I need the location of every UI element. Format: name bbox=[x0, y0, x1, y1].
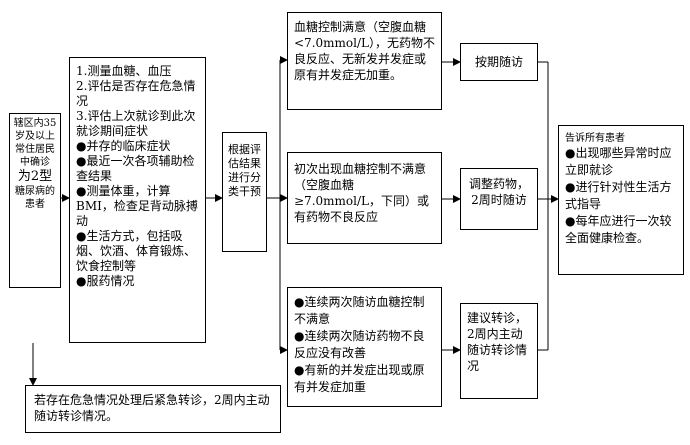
node-target-population-line-3: 糖尿病的患者 bbox=[15, 186, 55, 210]
node-condition-satisfied: 血糖控制满意（空腹血糖<7.0mmol/L），无药物不良反应、无新发并发症或原有… bbox=[287, 12, 442, 110]
node-patient-advice-line-2: ●出现哪些异常时应立即就诊 bbox=[565, 146, 672, 177]
node-patient-advice-line-4: ●每年应进行一次较全面健康检查。 bbox=[565, 214, 672, 245]
node-patient-advice-line-1: 告诉所有患者 bbox=[565, 133, 625, 144]
node-assessment-line-5: ●最近一次各项辅助检查结果 bbox=[76, 154, 195, 183]
node-patient-advice-line-3: ●进行针对性生活方式指导 bbox=[565, 180, 672, 211]
node-action-adjust-text: 调整药物，2周时随访 bbox=[468, 177, 529, 207]
node-action-referral: 建议转诊，2周内主动随访转诊情况 bbox=[460, 303, 538, 399]
node-assessment-line-6: ●测量体重，计算BMI，检查足背动脉搏动 bbox=[76, 184, 198, 228]
node-target-population-line-1: 辖区内35岁及以上常住居民中确诊 bbox=[13, 118, 57, 168]
node-condition-persistent: ●连续两次随访血糖控制不满意 ●连续两次随访药物不良反应没有改善 ●有新的并发症… bbox=[287, 287, 442, 407]
node-assessment-line-1: 1.测量血糖、血压 bbox=[76, 64, 172, 78]
node-assessment-line-3: 3.评估上次就诊到此次就诊期间症状 bbox=[76, 109, 196, 138]
node-assessment-line-2: 2.评估是否存在危急情况 bbox=[76, 79, 196, 108]
node-condition-persistent-line-1: ●连续两次随访血糖控制不满意 bbox=[294, 295, 425, 326]
node-emergency-referral: 若存在危急情况处理后紧急转诊，2周内主动随访转诊情况。 bbox=[25, 385, 281, 433]
node-emergency-referral-text: 若存在危急情况处理后紧急转诊，2周内主动随访转诊情况。 bbox=[34, 393, 270, 423]
node-action-adjust: 调整药物，2周时随访 bbox=[460, 168, 538, 230]
node-action-scheduled: 按期随访 bbox=[460, 43, 538, 81]
node-target-population: 辖区内35岁及以上常住居民中确诊 为2型 糖尿病的患者 bbox=[9, 113, 61, 288]
node-classify-text: 根据评估结果进行分类干预 bbox=[228, 143, 261, 198]
node-condition-persistent-line-3: ●有新的并发症出现或原有并发症加重 bbox=[294, 363, 425, 394]
node-action-scheduled-text: 按期随访 bbox=[474, 55, 523, 69]
node-action-referral-text: 建议转诊，2周内主动随访转诊情况 bbox=[467, 311, 528, 373]
node-condition-satisfied-text: 血糖控制满意（空腹血糖<7.0mmol/L），无药物不良反应、无新发并发症或原有… bbox=[294, 20, 435, 82]
node-classify: 根据评估结果进行分类干预 bbox=[222, 132, 267, 252]
node-assessment-line-8: ●服药情况 bbox=[76, 274, 135, 288]
node-condition-persistent-line-2: ●连续两次随访药物不良反应没有改善 bbox=[294, 329, 425, 360]
node-assessment-line-4: ●并存的临床症状 bbox=[76, 139, 171, 153]
node-patient-advice: 告诉所有患者 ●出现哪些异常时应立即就诊 ●进行针对性生活方式指导 ●每年应进行… bbox=[558, 125, 684, 275]
node-assessment-line-7: ●生活方式，包括吸烟、饮酒、体育锻炼、饮食控制等 bbox=[76, 229, 197, 273]
node-assessment: 1.测量血糖、血压 2.评估是否存在危急情况 3.评估上次就诊到此次就诊期间症状… bbox=[69, 57, 206, 343]
node-condition-unsatisfied: 初次出现血糖控制不满意（空腹血糖≥7.0mmol/L，下同）或有药物不良反应 bbox=[287, 152, 442, 244]
node-target-population-line-2: 为2型 bbox=[17, 169, 53, 184]
node-condition-unsatisfied-text: 初次出现血糖控制不满意（空腹血糖≥7.0mmol/L，下同）或有药物不良反应 bbox=[294, 162, 429, 224]
